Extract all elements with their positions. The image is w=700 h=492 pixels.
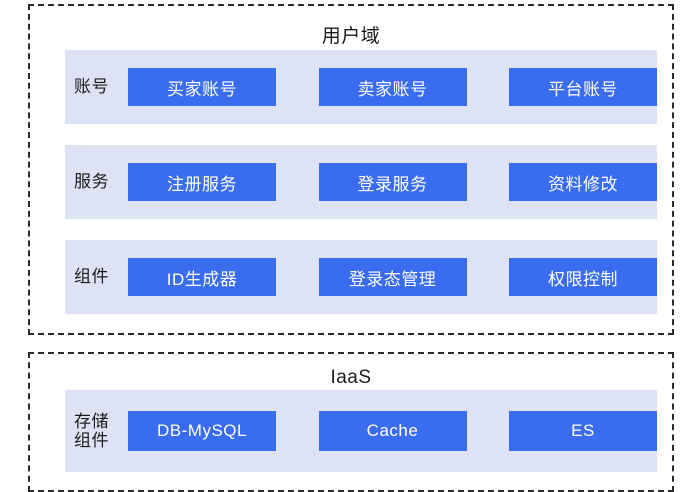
node-login-service[interactable]: 登录服务 (318, 163, 467, 201)
node-seller-account[interactable]: 卖家账号 (318, 68, 467, 106)
layer-label-storage: 存储 组件 (74, 411, 109, 450)
layer-band-service: 服务 注册服务 登录服务 资料修改 (65, 145, 657, 219)
iaas-domain-container: IaaS 存储 组件 DB-MySQL Cache ES (28, 352, 674, 492)
user-domain-title: 用户域 (321, 26, 381, 47)
user-domain-container: 用户域 账号 买家账号 卖家账号 平台账号 服务 注册服务 登录服务 资料修改 … (28, 4, 674, 335)
layer-items-component: ID生成器 登录态管理 权限控制 (128, 240, 657, 314)
node-buyer-account[interactable]: 买家账号 (128, 68, 276, 106)
layer-label-service: 服务 (74, 172, 109, 192)
node-register-service[interactable]: 注册服务 (128, 163, 276, 201)
diagram-canvas: 用户域 账号 买家账号 卖家账号 平台账号 服务 注册服务 登录服务 资料修改 … (28, 4, 674, 492)
layer-items-account: 买家账号 卖家账号 平台账号 (128, 50, 657, 124)
layer-items-storage: DB-MySQL Cache ES (128, 390, 657, 472)
layer-label-component: 组件 (74, 267, 109, 287)
layer-items-service: 注册服务 登录服务 资料修改 (128, 145, 657, 219)
layer-label-account: 账号 (74, 77, 109, 97)
node-cache[interactable]: Cache (318, 411, 467, 451)
node-platform-account[interactable]: 平台账号 (509, 68, 657, 106)
node-db-mysql[interactable]: DB-MySQL (128, 411, 276, 451)
iaas-domain-title: IaaS (330, 367, 372, 388)
node-es[interactable]: ES (509, 411, 657, 451)
node-permission-control[interactable]: 权限控制 (509, 258, 657, 296)
node-id-generator[interactable]: ID生成器 (128, 258, 276, 296)
layer-band-account: 账号 买家账号 卖家账号 平台账号 (65, 50, 657, 124)
node-profile-edit-service[interactable]: 资料修改 (509, 163, 657, 201)
layer-band-component: 组件 ID生成器 登录态管理 权限控制 (65, 240, 657, 314)
node-login-state-manager[interactable]: 登录态管理 (318, 258, 467, 296)
layer-band-storage: 存储 组件 DB-MySQL Cache ES (65, 390, 657, 472)
